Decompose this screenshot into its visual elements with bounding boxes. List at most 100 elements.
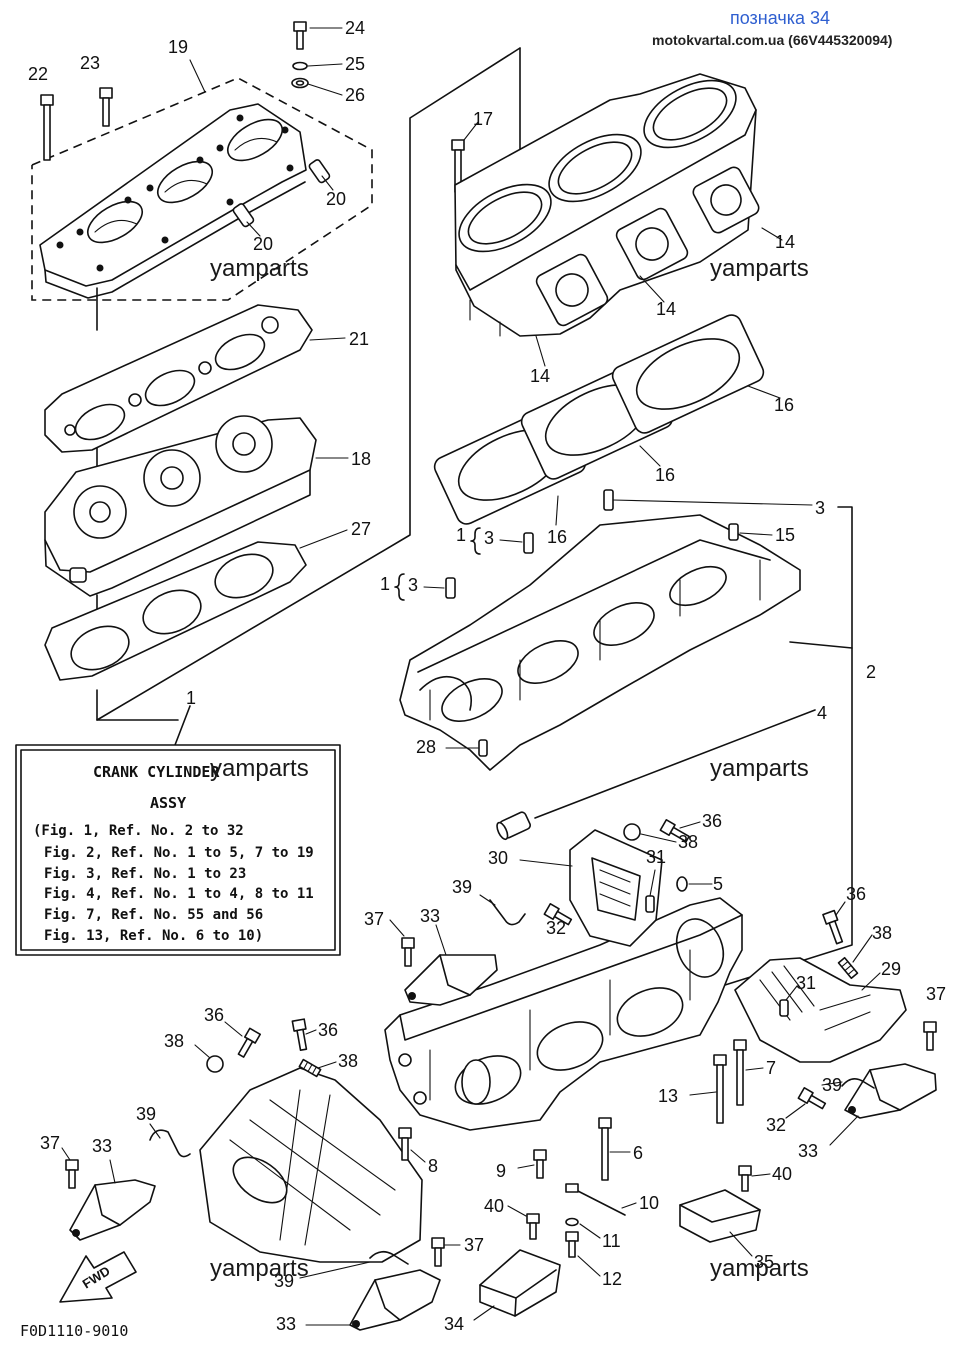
callout-28: 28 <box>416 737 436 757</box>
watermarks: yamparts yamparts yamparts yamparts yamp… <box>210 255 809 1282</box>
rear-bracket-29 <box>734 957 907 1063</box>
bushing-4 <box>496 811 531 841</box>
watermark: yamparts <box>710 1255 809 1282</box>
callout-5: 5 <box>713 874 723 894</box>
callout-19: 19 <box>168 37 188 57</box>
bolt-32-b <box>797 1087 827 1110</box>
callout-39: 39 <box>452 877 472 897</box>
callout-24: 24 <box>345 18 365 38</box>
callout-23: 23 <box>80 53 100 73</box>
callout-1: 1 <box>186 688 196 708</box>
clip-39-a <box>489 899 526 926</box>
callout-21: 21 <box>349 329 369 349</box>
callout-32: 32 <box>766 1115 786 1135</box>
washer-25 <box>292 61 308 71</box>
plate-35 <box>679 1189 761 1243</box>
spring-38-b <box>837 956 859 980</box>
bolt-32-a <box>543 903 573 926</box>
watermark: yamparts <box>210 755 309 782</box>
cylinder-head-assy <box>31 77 373 301</box>
callout-37: 37 <box>926 984 946 1004</box>
bolt-12 <box>565 1231 579 1258</box>
pin-15 <box>728 523 739 541</box>
brace-upper <box>470 527 481 555</box>
callout-22: 22 <box>28 64 48 84</box>
bolt-36-c <box>237 1027 261 1058</box>
callout-38: 38 <box>678 832 698 852</box>
bracket-30 <box>569 829 663 947</box>
gasket-27 <box>44 541 307 681</box>
cylinder-block-14 <box>454 73 760 337</box>
callout-25: 25 <box>345 54 365 74</box>
callout-11: 11 <box>602 1231 621 1251</box>
callout-33: 33 <box>276 1314 296 1334</box>
callout-7: 7 <box>766 1058 776 1078</box>
callout-1: 1 <box>456 525 466 545</box>
callout-34: 34 <box>444 1314 464 1334</box>
callout-33: 33 <box>92 1136 112 1156</box>
pin-31-lower <box>779 999 789 1017</box>
callout-36: 36 <box>204 1005 224 1025</box>
engine-mount-33-bottom <box>349 1269 441 1331</box>
callout-30: 30 <box>488 848 508 868</box>
watermark: yamparts <box>710 755 809 782</box>
callout-20: 20 <box>253 234 273 254</box>
bolt-36-a <box>659 819 690 843</box>
engine-mount-33-right <box>844 1063 937 1119</box>
rod-10 <box>565 1183 626 1216</box>
callout-3: 3 <box>815 498 825 518</box>
callout-35: 35 <box>754 1252 774 1272</box>
callout-37: 37 <box>464 1235 484 1255</box>
pin-5 <box>676 876 688 892</box>
bolt-23 <box>99 87 113 127</box>
callout-20: 20 <box>326 189 346 209</box>
bolt-9 <box>533 1149 547 1179</box>
bolt-36-d <box>291 1018 308 1052</box>
callout-39: 39 <box>822 1075 842 1095</box>
callout-38: 38 <box>872 923 892 943</box>
bolt-40-a <box>738 1165 752 1192</box>
callout-39: 39 <box>274 1271 294 1291</box>
assy-title-line1: CRANK CYLINDER <box>93 763 220 781</box>
figure-code: F0D1110-9010 <box>20 1322 128 1340</box>
washer-11 <box>565 1217 579 1227</box>
callout-31: 31 <box>646 847 666 867</box>
washer-38-a <box>623 823 641 841</box>
assy-ref-line: Fig. 13, Ref. No. 6 to 10) <box>44 928 263 944</box>
callout-8: 8 <box>428 1156 438 1176</box>
watermark: yamparts <box>210 1255 309 1282</box>
callout-39: 39 <box>136 1104 156 1124</box>
engine-mount-33-left <box>69 1179 156 1241</box>
plug-20-lower <box>232 203 255 228</box>
fwd-arrow-icon: FWD <box>59 1251 137 1303</box>
bolt-40-b <box>526 1213 540 1240</box>
upper-crankcase-2 <box>399 514 801 771</box>
clip-39-d <box>369 1250 409 1265</box>
spring-38-d <box>298 1058 322 1078</box>
pin-31-upper <box>645 895 655 913</box>
watermark: yamparts <box>210 255 309 282</box>
callout-2: 2 <box>866 662 876 682</box>
callout-36: 36 <box>318 1020 338 1040</box>
callout-16: 16 <box>547 527 567 547</box>
bolt-7 <box>733 1039 747 1106</box>
dowel-pin-3-right <box>603 489 614 511</box>
callout-9: 9 <box>496 1161 506 1181</box>
callout-12: 12 <box>602 1269 622 1289</box>
callout-6: 6 <box>633 1143 643 1163</box>
assy-ref-line: Fig. 3, Ref. No. 1 to 23 <box>44 866 246 882</box>
callout-37: 37 <box>364 909 384 929</box>
brace-lower <box>394 573 405 601</box>
cylinder-head-18 <box>44 415 317 597</box>
assy-reference-box: CRANK CYLINDER ASSY (Fig. 1, Ref. No. 2 … <box>15 744 341 956</box>
cylinder-gasket-16-right <box>611 314 765 434</box>
source-reference: motokvartal.com.ua (66V445320094) <box>652 32 892 48</box>
ring-26 <box>291 77 309 89</box>
dowel-pin-3-left <box>445 577 456 599</box>
pin-28 <box>478 739 488 757</box>
callout-36: 36 <box>702 811 722 831</box>
callout-38: 38 <box>338 1051 358 1071</box>
leader-lines <box>61 27 881 1326</box>
callout-3: 3 <box>408 575 418 595</box>
